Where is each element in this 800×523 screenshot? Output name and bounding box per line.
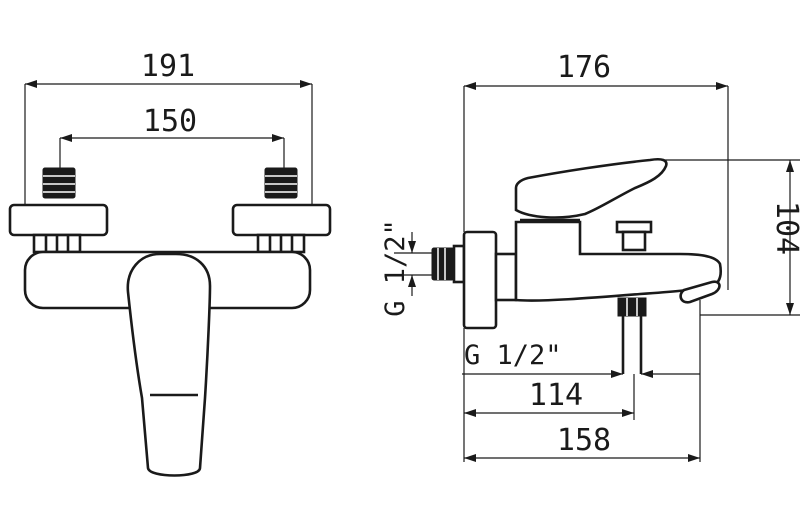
side-inlet-connector (431, 244, 466, 284)
right-eccentric-nut (256, 233, 306, 254)
outlet-thread-label: G 1/2" (380, 219, 411, 317)
right-inlet-connector (264, 167, 298, 199)
diverter-knob (615, 220, 653, 252)
left-inlet-connector (42, 167, 76, 199)
inlet-thread-label: G 1/2" (464, 340, 562, 371)
dimension-outlet-thread: G 1/2" (380, 219, 440, 317)
dimension-height: 104 (660, 159, 800, 316)
left-escutcheon (8, 203, 109, 237)
side-view: 176 104 G 1/2" (380, 50, 800, 462)
dimension-label-176: 176 (557, 50, 611, 85)
spout-aerator (679, 280, 721, 304)
dimension-overall-width: 191 (24, 49, 313, 205)
bottom-outlet (617, 297, 647, 374)
side-lever (514, 157, 668, 219)
dimension-label-114: 114 (529, 378, 583, 413)
side-nut (494, 252, 518, 302)
dimension-spout-reach: 158 (464, 300, 701, 462)
dimension-inlet-spacing: 150 (59, 104, 285, 170)
front-view: 191 150 (8, 49, 332, 477)
dimension-label-104: 104 (769, 201, 800, 255)
dimension-label-191: 191 (141, 49, 195, 84)
dimension-outlet-offset: 114 (463, 328, 635, 462)
mixer-handle (126, 252, 212, 477)
left-eccentric-nut (32, 233, 82, 254)
right-escutcheon (231, 203, 332, 237)
dimension-label-150: 150 (143, 104, 197, 139)
dimension-overall-depth: 176 (463, 50, 729, 290)
dimension-inlet-thread: G 1/2" (462, 340, 700, 378)
side-escutcheon (462, 230, 498, 330)
dimension-label-158: 158 (557, 423, 611, 458)
